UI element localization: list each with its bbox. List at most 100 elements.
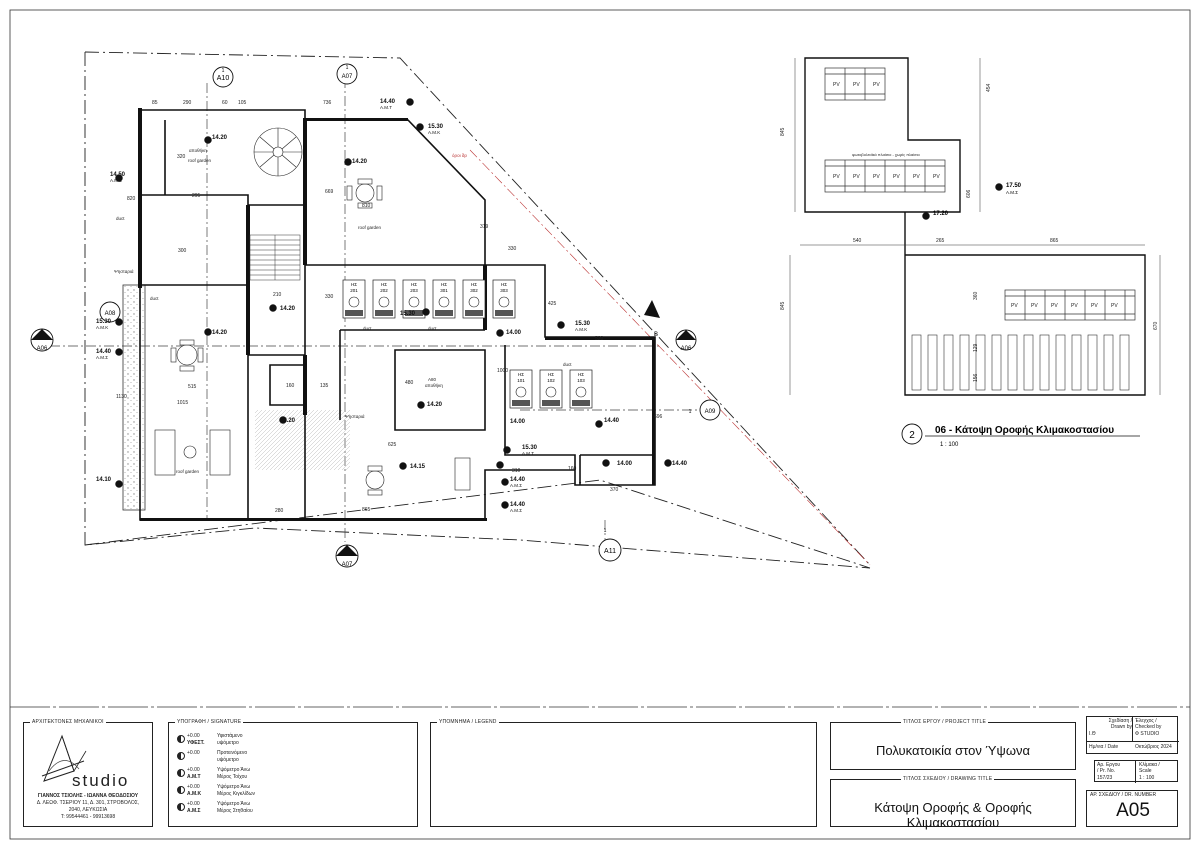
svg-text:duct: duct [116, 216, 125, 221]
legend-header: ΥΠΟΜΝΗΜΑ / LEGEND [437, 719, 499, 725]
heater-number: 101 [517, 378, 525, 383]
level-code-labels: Α.Μ.Τ Α.Μ.Κ Α.Μ.Σ Α.Μ.Κ Α.Μ.Σ Α.Μ.Κ Α.Μ.… [96, 105, 587, 513]
svg-text:PV: PV [873, 82, 880, 88]
legend-desc-1: Υψόμετρο Άνω [217, 801, 251, 807]
legend-code: ΥΦΕΣΤ. [187, 740, 205, 746]
svg-text:duct: duct [428, 326, 437, 331]
legend-level: +0.00 [187, 767, 200, 773]
svg-text:15.30: 15.30 [96, 319, 112, 325]
water-heaters-group: ΗΣ201ΗΣ202ΗΣ203ΗΣ301ΗΣ302ΗΣ303ΗΣ101ΗΣ102… [342, 279, 593, 409]
heater-code: ΗΣ [548, 372, 554, 377]
view-scale: 1 : 100 [940, 442, 959, 448]
roof-level-1: 17.50 [1006, 183, 1022, 189]
svg-text:14.20: 14.20 [212, 330, 228, 336]
section-a07-label: A07 [342, 74, 353, 80]
svg-text:14.40: 14.40 [96, 349, 112, 355]
project-title: Πολυκατοικία στον Ύψωνα [876, 743, 1030, 758]
legend-desc-1: Υφιστάμενο [217, 733, 243, 739]
scale-label-1: Κλίμακα / [1139, 762, 1160, 768]
svg-text:Α.Μ.Σ: Α.Μ.Σ [96, 355, 108, 360]
svg-text:820: 820 [127, 196, 136, 202]
level-symbol-icon [177, 786, 185, 794]
section-b-label: B [654, 332, 658, 338]
svg-text:14.20: 14.20 [427, 402, 443, 408]
svg-text:295: 295 [192, 193, 201, 199]
svg-text:606: 606 [966, 189, 972, 198]
svg-text:PV: PV [933, 174, 940, 180]
view-number: 2 [909, 430, 915, 441]
section-a08-label: A08 [105, 311, 116, 317]
svg-text:425: 425 [548, 301, 557, 307]
svg-text:320: 320 [177, 154, 186, 160]
project-number-label-1: Αρ. Εργου [1097, 762, 1121, 768]
drawn-by: I.Θ [1089, 731, 1096, 737]
svg-text:PV: PV [1111, 303, 1118, 309]
roof-level-1-code: Α.Μ.Σ [1006, 190, 1018, 195]
svg-text:1130: 1130 [116, 394, 127, 400]
drawn-checked-box: Σχεδίαση / Drawn by I.Θ Έλεγχος / Checke… [1086, 716, 1179, 754]
svg-text:14.00: 14.00 [506, 330, 522, 336]
section-cut-lines [50, 78, 871, 566]
svg-text:60: 60 [222, 100, 228, 106]
level-symbols [115, 98, 1003, 509]
drawing-number: A05 [1116, 800, 1150, 821]
heater-code: ΗΣ [411, 282, 417, 287]
svg-text:736: 736 [323, 100, 332, 106]
address-line-2: 2040, ΛΕΥΚΩΣΙΑ [68, 807, 108, 813]
heater-number: 303 [500, 288, 508, 293]
address-line-1: Δ. ΛΕΩΦ. ΤΣΕΡΙΟΥ 11, Δ. 301, ΣΤΡΟΒΟΛΟΣ, [36, 800, 140, 806]
section-a10-num: 1 [222, 68, 225, 74]
section-markers [30, 63, 923, 568]
heater-code: ΗΣ [501, 282, 507, 287]
svg-text:360: 360 [973, 291, 979, 300]
furniture [154, 178, 471, 496]
legend-code: Α.Μ.Τ [187, 774, 201, 780]
legend-level: +0.00 [187, 750, 200, 756]
svg-text:14.20: 14.20 [212, 135, 228, 141]
svg-text:105: 105 [238, 100, 247, 106]
svg-text:14.15: 14.15 [410, 464, 426, 470]
svg-text:PV: PV [853, 82, 860, 88]
svg-text:15.30: 15.30 [522, 445, 538, 451]
section-a11-label: A11 [604, 548, 616, 555]
svg-text:845: 845 [780, 127, 786, 136]
view-title: 06 - Κάτοψη Οροφής Κλιμακοστασίου [935, 425, 1114, 436]
date-label: Ημ/νια / Date [1089, 744, 1119, 750]
spiral-stair [253, 127, 303, 177]
svg-text:PV: PV [893, 174, 900, 180]
studio-logo-icon [41, 734, 87, 782]
legend-level: +0.00 [187, 784, 200, 790]
heater-number: 201 [350, 288, 358, 293]
signature-header: ΥΠΟΓΡΑΦΗ / SIGNATURE [175, 719, 244, 725]
svg-text:όροι δp: όροι δp [452, 152, 467, 158]
heater-number: 202 [380, 288, 388, 293]
heater-code: ΗΣ [381, 282, 387, 287]
section-a06-right-label: A06 [681, 346, 692, 352]
svg-text:14.20: 14.20 [352, 159, 368, 165]
level-symbol-icon [177, 769, 185, 777]
svg-text:480: 480 [405, 380, 414, 386]
svg-text:duct: duct [150, 296, 159, 301]
svg-text:280: 280 [275, 508, 284, 514]
level-symbol-icon [177, 735, 185, 743]
heater-code: ΗΣ [351, 282, 357, 287]
svg-text:85: 85 [152, 100, 158, 106]
signature-box: ΥΠΟΓΡΑΦΗ / SIGNATURE +0.00 ΥΦΕΣΤ. Υφιστάμε… [168, 719, 418, 827]
svg-text:13.20: 13.20 [280, 418, 296, 424]
section-a10-label: A10 [217, 75, 230, 82]
date-value: Οκτώβριος 2024 [1135, 744, 1172, 750]
svg-text:PV: PV [913, 174, 920, 180]
svg-text:Ψησταριά: Ψησταριά [345, 413, 365, 419]
svg-text:865: 865 [362, 507, 371, 513]
svg-text:845: 845 [780, 301, 786, 310]
project-number-label-2: / Pr. No. [1097, 768, 1116, 774]
section-a07-bottom-label: A07 [342, 562, 353, 568]
scale-value: 1 : 100 [1139, 775, 1155, 781]
